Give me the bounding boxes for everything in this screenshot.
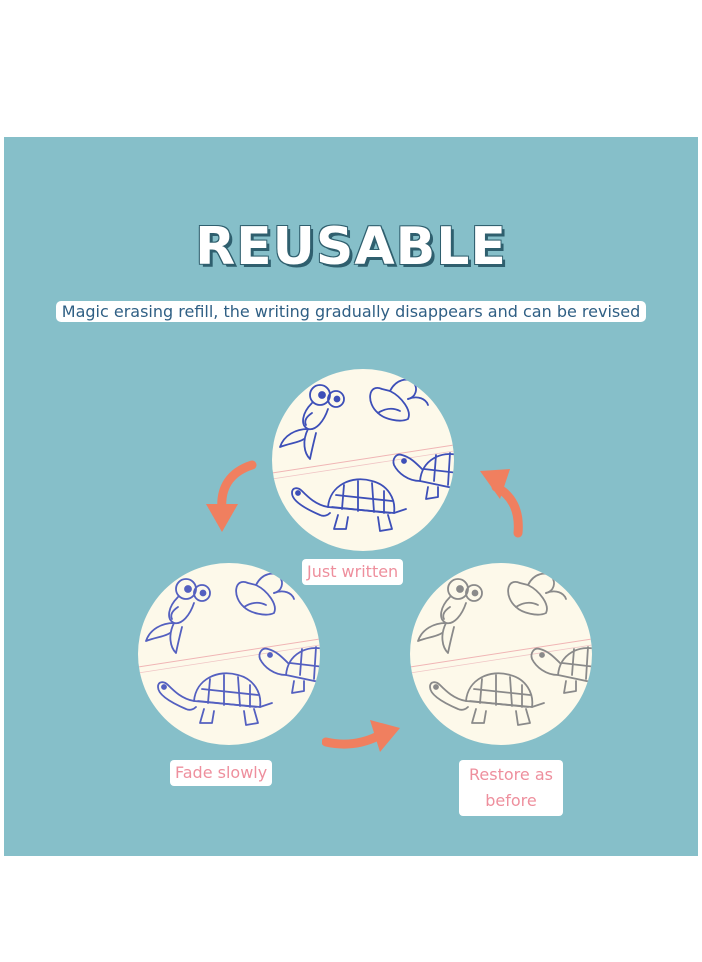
stage-image-restore [410, 563, 592, 745]
turtle-goldfish-drawing-icon [410, 572, 592, 726]
turtle-goldfish-drawing-icon [138, 572, 320, 726]
stage-image-fade-slowly [138, 563, 320, 745]
stage-label-just-written: Just written [302, 559, 404, 585]
stage-label-fade-slowly: Fade slowly [170, 760, 273, 786]
stage-image-just-written [272, 369, 454, 551]
curved-arrow-icon [480, 469, 523, 538]
curved-arrow-icon [322, 720, 400, 752]
page-title: REUSABLE [195, 217, 507, 277]
stage-label-restore: Restore as before [459, 760, 563, 816]
curved-arrow-icon [206, 460, 257, 532]
subtitle: Magic erasing refill, the writing gradua… [55, 301, 647, 322]
turtle-goldfish-drawing-icon [272, 378, 454, 532]
subtitle-container: Magic erasing refill, the writing gradua… [0, 298, 702, 325]
